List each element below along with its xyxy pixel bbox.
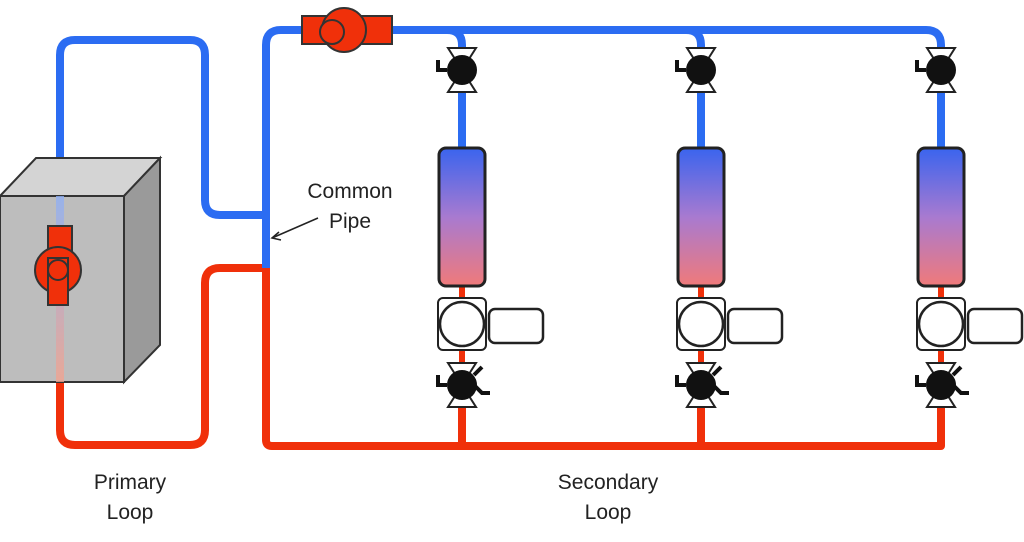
branch-1-supply-tee xyxy=(446,26,466,55)
branch-2-supply-valve-icon xyxy=(675,47,717,93)
secondary-loop-label-line-2: Loop xyxy=(584,501,632,524)
branch-3-heating-coil-icon xyxy=(916,146,966,288)
terminal-branches xyxy=(436,47,1024,408)
secondary-loop-piping xyxy=(262,26,945,450)
secondary-pump-icon xyxy=(301,7,393,53)
secondary-return-header xyxy=(262,268,945,450)
branch-3-return-valve-icon xyxy=(915,362,969,408)
branch-1-heating-coil-icon xyxy=(437,146,487,288)
secondary-loop-label: Secondary Loop xyxy=(528,468,688,528)
secondary-loop-label-line-1: Secondary xyxy=(557,471,659,494)
branch-2 xyxy=(675,47,784,408)
primary-loop-label: Primary Loop xyxy=(70,468,190,528)
primary-return-pipe xyxy=(56,264,266,449)
common-pipe-pointer-arrow xyxy=(270,217,319,241)
branch-2-return-valve-icon xyxy=(675,362,729,408)
branch-3-pump-icon xyxy=(916,297,1024,351)
branch-3-supply-valve-icon xyxy=(915,47,957,93)
branch-2-heating-coil-icon xyxy=(676,146,726,288)
branch-2-pump-icon xyxy=(676,297,784,351)
branch-1-pump-icon xyxy=(437,297,545,351)
primary-supply-pipe xyxy=(56,36,266,219)
secondary-supply-header xyxy=(262,26,945,268)
common-pipe-label-line-1: Common xyxy=(307,180,393,203)
primary-loop-piping xyxy=(56,36,266,449)
boiler-pump-icon xyxy=(34,225,82,306)
common-pipe-label: Common Pipe xyxy=(290,177,410,237)
branch-2-supply-tee xyxy=(685,26,705,55)
primary-loop-label-line-2: Loop xyxy=(106,501,154,524)
branch-3-pump-motor xyxy=(966,307,1024,345)
boiler-icon xyxy=(0,155,163,385)
primary-loop-label-line-1: Primary xyxy=(93,471,167,494)
common-pipe-label-line-2: Pipe xyxy=(328,210,372,233)
branch-1 xyxy=(436,47,545,408)
branch-1-pump-motor xyxy=(487,307,545,345)
branch-3 xyxy=(915,47,1024,408)
branch-1-return-valve-icon xyxy=(436,362,490,408)
branch-2-pump-motor xyxy=(726,307,784,345)
branch-1-supply-valve-icon xyxy=(436,47,478,93)
